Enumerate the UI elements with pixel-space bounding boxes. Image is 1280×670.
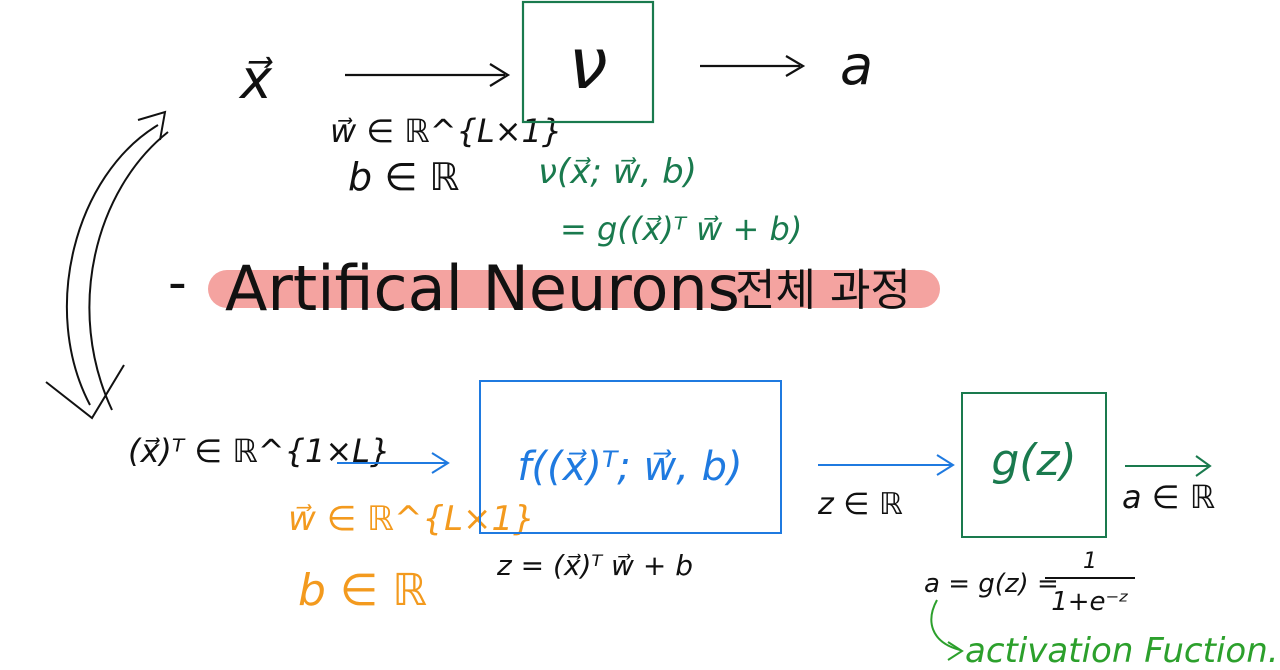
bottom-row: (x⃗)ᵀ ∈ ℝ^{1×L} w⃗ ∈ ℝ^{L×1} b ∈ ℝ f((x⃗…	[128, 380, 1279, 670]
top-input-x: x⃗	[238, 48, 273, 111]
z-arrowhead	[936, 454, 955, 476]
title-group: - Artifical Neurons 전체 과정	[168, 252, 940, 325]
activation-note-pointer-head	[947, 641, 964, 661]
output-arrowhead	[1195, 455, 1212, 477]
title-dash: -	[168, 253, 187, 313]
curved-double-arrow	[45, 110, 169, 420]
top-weight-label: w⃗ ∈ ℝ^{L×1}	[330, 112, 562, 150]
sigmoid-numerator: 1	[1083, 549, 1097, 574]
top-neuron-box	[521, 0, 655, 124]
bottom-input-label: (x⃗)ᵀ ∈ ℝ^{1×L}	[128, 432, 390, 470]
sigmoid-lhs: a = g(z) =	[924, 569, 1059, 599]
bottom-input-arrowhead	[431, 452, 450, 474]
activation-function: g(z)	[991, 435, 1076, 486]
top-neuron-symbol: ν	[568, 23, 607, 105]
activation-note: activation Fuction.	[965, 631, 1279, 670]
top-row: x⃗ w⃗ ∈ ℝ^{L×1} b ∈ ℝ ν a ν(x⃗; w⃗, b) =…	[238, 0, 873, 248]
affine-function: f((x⃗)ᵀ; w⃗, b)	[517, 444, 742, 490]
activation-box	[961, 392, 1107, 538]
output-label: a ∈ ℝ	[1122, 478, 1215, 516]
z-label: z ∈ ℝ	[817, 487, 903, 522]
top-output-arrowhead	[785, 55, 806, 77]
sigmoid-denominator: 1+e⁻ᶻ	[1051, 587, 1129, 617]
top-bias-label: b ∈ ℝ	[348, 155, 459, 199]
activation-note-pointer	[930, 599, 961, 651]
bottom-bias-label: b ∈ ℝ	[298, 565, 427, 616]
top-input-arrowhead	[489, 63, 511, 87]
title-highlight	[208, 270, 940, 308]
top-formula-line2: = g((x⃗)ᵀ w⃗ + b)	[560, 210, 802, 248]
affine-box	[479, 380, 782, 534]
top-output-a: a	[840, 34, 873, 97]
affine-definition: z = (x⃗)ᵀ w⃗ + b	[496, 549, 693, 582]
title-text: Artifical Neurons	[225, 252, 740, 325]
title-korean: 전체 과정	[735, 265, 911, 316]
top-formula-line1: ν(x⃗; w⃗, b)	[538, 152, 697, 192]
